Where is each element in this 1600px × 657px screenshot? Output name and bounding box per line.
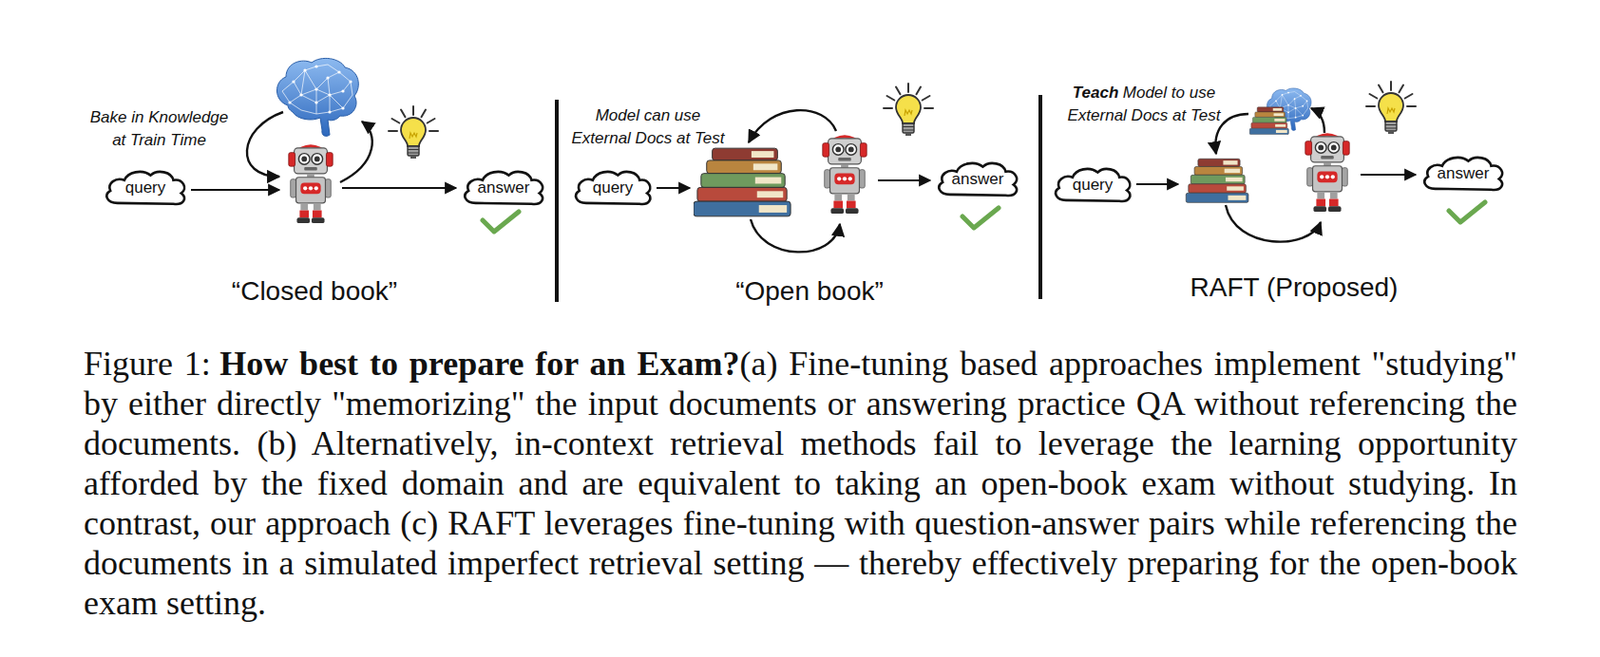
flow-arrow (877, 179, 931, 182)
panel-divider (554, 99, 559, 303)
flow-arrow (1360, 173, 1416, 176)
figure-caption: Figure 1:How best to prepare for an Exam… (83, 343, 1518, 624)
panel-title-text: “Closed book” (231, 276, 398, 306)
node-text: query (1072, 175, 1114, 195)
cloud-node: query (101, 167, 190, 209)
node-text: query (125, 178, 167, 198)
curved-arrow (1225, 205, 1321, 243)
robot-icon (822, 136, 867, 214)
panel-title: RAFT (Proposed) (1151, 271, 1437, 305)
lightbulb-icon (883, 83, 934, 136)
checkmark (1448, 202, 1486, 223)
annotation: TeachModel to use External Docs at Test (1062, 81, 1226, 128)
lightbulb-icon (388, 106, 439, 159)
checkmark (482, 211, 519, 232)
robot-icon (288, 146, 333, 224)
panel-title-text: RAFT (Proposed) (1190, 272, 1399, 303)
panel-title: “Closed book” (171, 275, 458, 308)
flow-arrow (1136, 183, 1179, 186)
curved-arrow (750, 219, 840, 252)
figure-caption-text: Figure 1: (83, 344, 211, 383)
node-text: query (592, 178, 634, 198)
panel-divider (1038, 95, 1043, 300)
panel-title-text: “Open book” (735, 276, 884, 306)
annotation-text: Model can use External Docs at Test (571, 106, 725, 148)
curved-arrow (1311, 108, 1325, 134)
figure-caption-text: How best to prepare for an Exam? (219, 344, 740, 383)
flow-arrow (656, 187, 690, 190)
checkmark (962, 208, 999, 229)
cloud-node: query (571, 167, 655, 209)
curved-arrow (748, 110, 837, 143)
annotation: Model can use External Docs at Test (567, 104, 729, 151)
node-text: answer (1437, 164, 1490, 184)
curved-arrow (1215, 114, 1249, 154)
books-icon (693, 148, 791, 217)
annotation: Bake in Knowledge at Train Time (85, 106, 233, 153)
annotation-text: Teach (1072, 83, 1120, 102)
panel-title: “Open book” (666, 275, 953, 308)
curved-arrow (340, 121, 373, 183)
node-text: answer (477, 178, 531, 198)
figure-caption-text: (a) Fine-tuning based approaches impleme… (83, 344, 1518, 623)
annotation-text: Bake in Knowledge at Train Time (90, 108, 229, 150)
cloud-node: answer (1419, 152, 1507, 194)
flow-arrow (342, 187, 457, 190)
robot-icon (1305, 134, 1350, 212)
lightbulb-icon (1366, 81, 1416, 134)
books-icon (1185, 158, 1249, 203)
flow-arrow (190, 189, 280, 191)
cloud-node: query (1050, 164, 1135, 206)
node-text: answer (952, 170, 1005, 190)
cloud-node: answer (459, 167, 548, 209)
books-icon (1249, 107, 1289, 135)
brain-icon (276, 57, 359, 136)
cloud-node: answer (933, 158, 1022, 200)
curved-arrow (247, 112, 284, 177)
